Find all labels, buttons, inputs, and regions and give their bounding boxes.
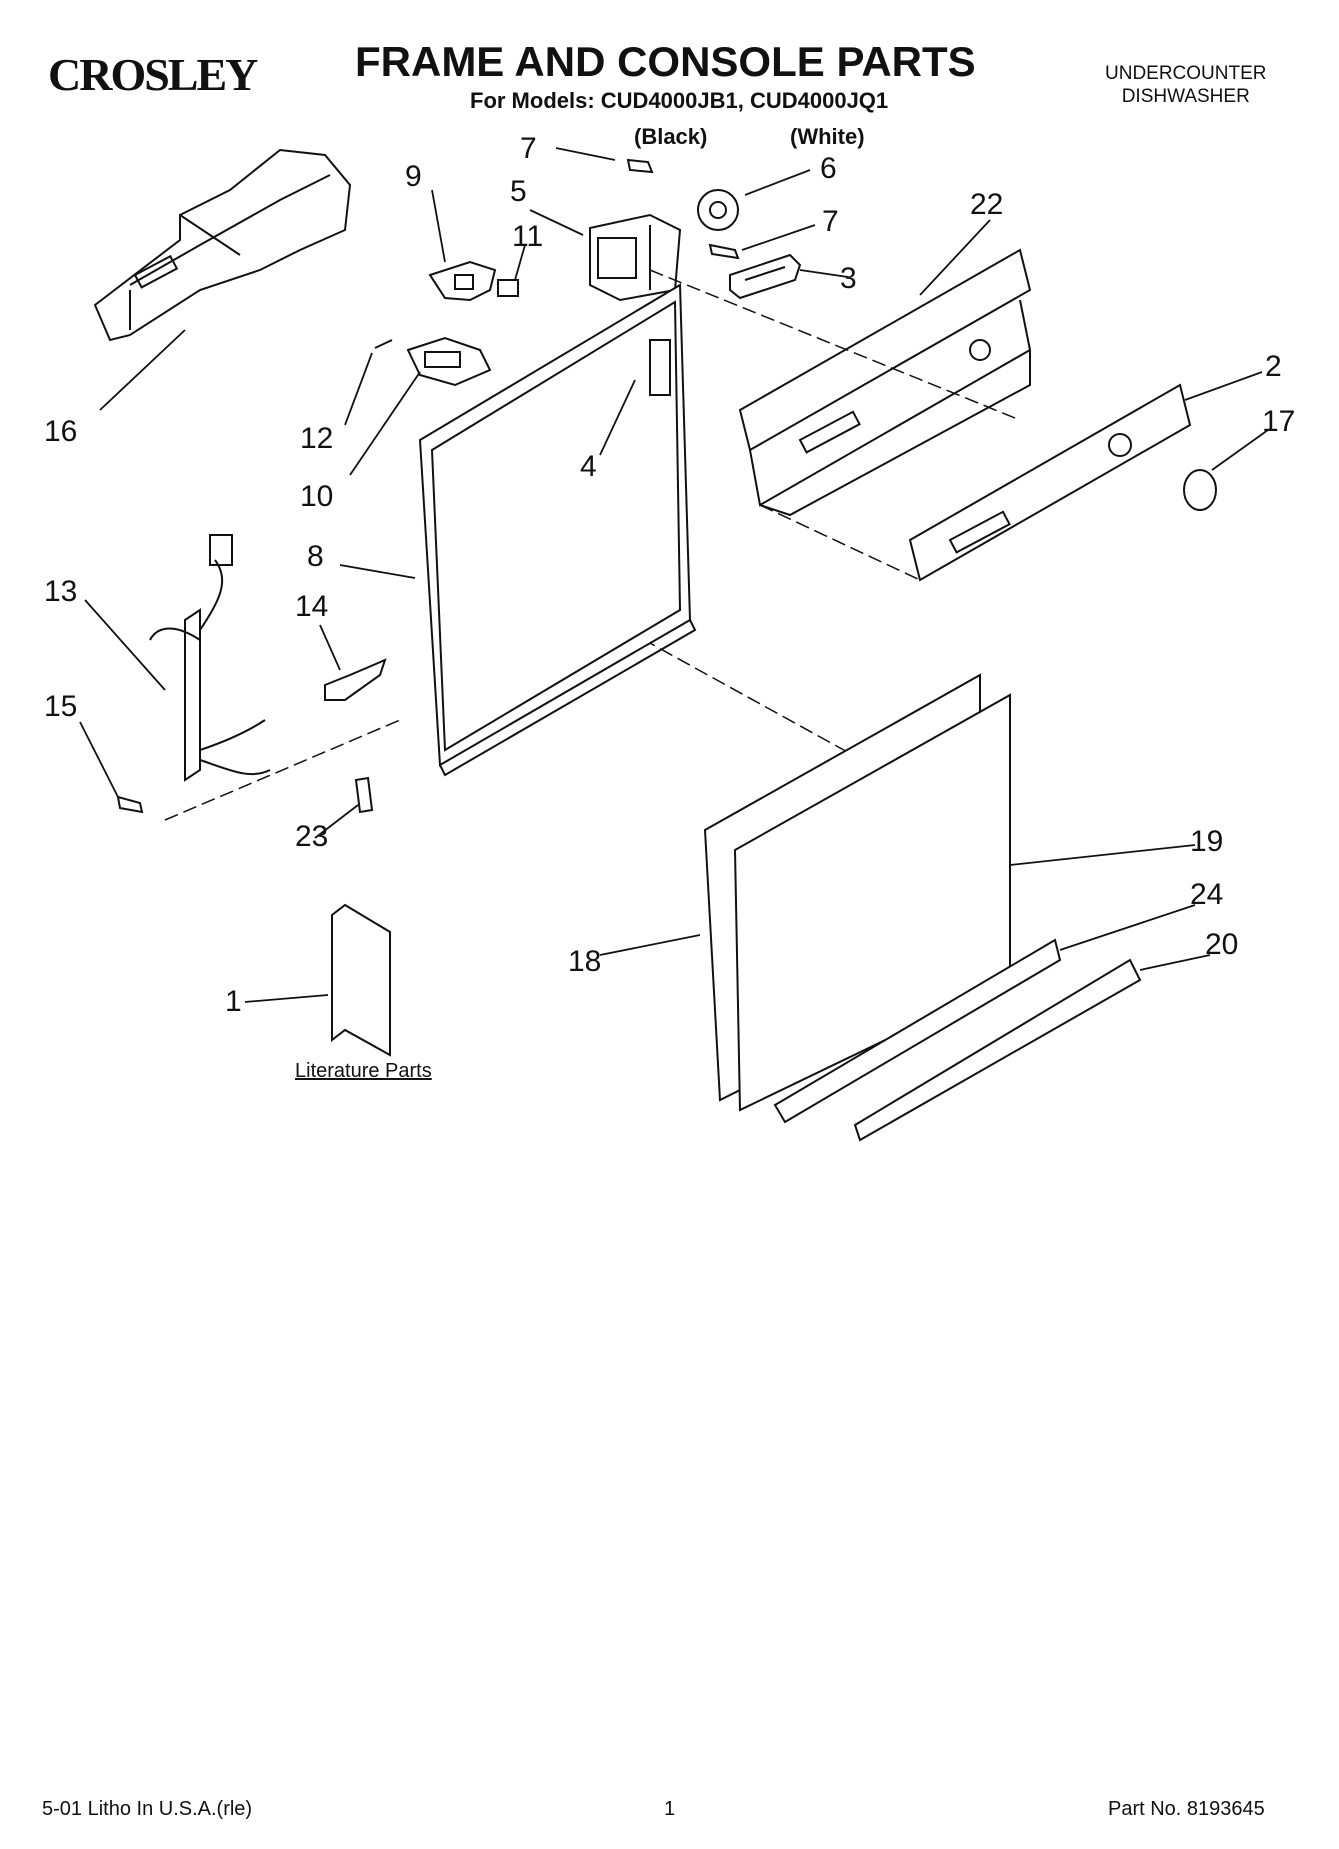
callout-10: 10 <box>300 480 334 513</box>
page-title: FRAME AND CONSOLE PARTS <box>355 38 976 85</box>
part-11-connector <box>497 279 519 297</box>
callout-14: 14 <box>295 590 329 623</box>
variant-black-label: (Black) <box>634 124 708 149</box>
callout-17: 17 <box>1262 405 1296 438</box>
part-15-screw <box>116 795 144 814</box>
part-9-switch <box>428 260 497 302</box>
model-list: For Models: CUD4000JB1, CUD4000JQ1 <box>470 88 889 113</box>
part-3-bracket <box>729 253 802 300</box>
callout-12: 12 <box>300 422 334 455</box>
callout-16: 16 <box>44 415 78 448</box>
part-6-knob-hub <box>697 189 739 231</box>
part-number: Part No. 8193645 <box>1108 1798 1265 1820</box>
callout-6: 6 <box>820 152 837 185</box>
leader-lines <box>79 147 1269 1003</box>
callout-3: 3 <box>840 262 857 295</box>
part-7-screw-top <box>626 158 654 174</box>
part-5-timer <box>589 213 682 302</box>
callout-22: 22 <box>970 188 1004 221</box>
part-12-strip <box>374 339 393 349</box>
callout-15: 15 <box>44 690 78 723</box>
callout-8: 8 <box>307 540 324 573</box>
part-7-screw-right <box>708 243 740 260</box>
callout-7-top: 7 <box>520 132 537 165</box>
brand-logo: CROSLEY <box>48 49 258 100</box>
part-14-sensor <box>324 658 387 701</box>
part-13-harness <box>149 534 271 782</box>
callout-19: 19 <box>1190 825 1224 858</box>
callout-18: 18 <box>568 945 602 978</box>
part-23-clip <box>354 776 374 814</box>
callout-24: 24 <box>1190 878 1224 911</box>
print-info: 5-01 Litho In U.S.A.(rle) <box>42 1798 253 1820</box>
callout-20: 20 <box>1205 928 1239 961</box>
callout-7-right: 7 <box>822 205 839 238</box>
assembly-lines <box>164 269 1021 821</box>
callout-9: 9 <box>405 160 422 193</box>
literature-parts-label: Literature Parts <box>295 1060 432 1082</box>
callout-23: 23 <box>295 820 329 853</box>
page-number: 1 <box>664 1798 676 1820</box>
callout-13: 13 <box>44 575 78 608</box>
part-20-trim <box>853 958 1142 1142</box>
callout-5: 5 <box>510 175 527 208</box>
part-1-literature <box>331 903 391 1057</box>
product-type-line2: DISHWASHER <box>1121 86 1250 107</box>
callout-1: 1 <box>225 985 242 1018</box>
callout-2: 2 <box>1265 350 1282 383</box>
product-type-line1: UNDERCOUNTER <box>1105 63 1267 84</box>
callout-4: 4 <box>580 450 597 483</box>
part-16-housing <box>93 148 352 342</box>
product-type: UNDERCOUNTER DISHWASHER <box>1105 62 1267 108</box>
part-22-console <box>738 248 1032 517</box>
part-10-bracket <box>406 336 492 387</box>
callout-11: 11 <box>512 220 544 253</box>
part-2-panel <box>908 383 1192 582</box>
part-24-strip <box>773 938 1062 1124</box>
variant-white-label: (White) <box>790 124 865 149</box>
part-17-knob <box>1183 469 1217 511</box>
